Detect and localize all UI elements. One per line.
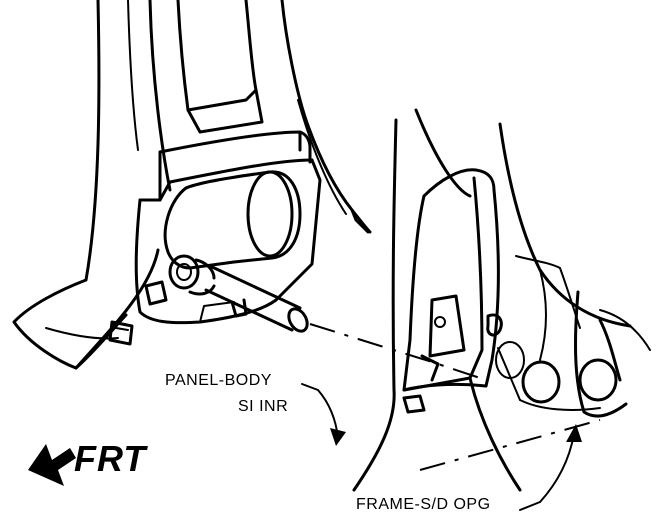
frame-side-door-opening: [468, 290, 651, 492]
panel-body-label: PANEL-BODY: [165, 372, 272, 390]
panel-body-label-line2: SI INR: [238, 398, 289, 415]
alignment-line: [309, 323, 487, 381]
frame-sd-opg-leader: [519, 424, 582, 511]
frame-sd-opg-label: FRAME-S/D OPG: [356, 496, 491, 514]
panel-body-leader: [301, 383, 346, 446]
front-direction-label: FRT: [74, 438, 146, 480]
panel-body-label-line1: PANEL-BODY: [165, 372, 272, 389]
panel-body-label-2: SI INR: [238, 398, 288, 416]
anchor-bolt: [168, 254, 309, 333]
frt-text: FRT: [74, 438, 147, 479]
frame-sd-opg-text: FRAME-S/D OPG: [356, 496, 491, 513]
upper-pillar-bracket: [176, 0, 372, 234]
floor-reference-line: [419, 419, 601, 471]
arrow-left-down-icon: [28, 444, 76, 486]
door-frame-pillar: [352, 108, 632, 492]
pillar-trim-panel: [12, 0, 172, 370]
retractor-housing: [134, 130, 322, 325]
